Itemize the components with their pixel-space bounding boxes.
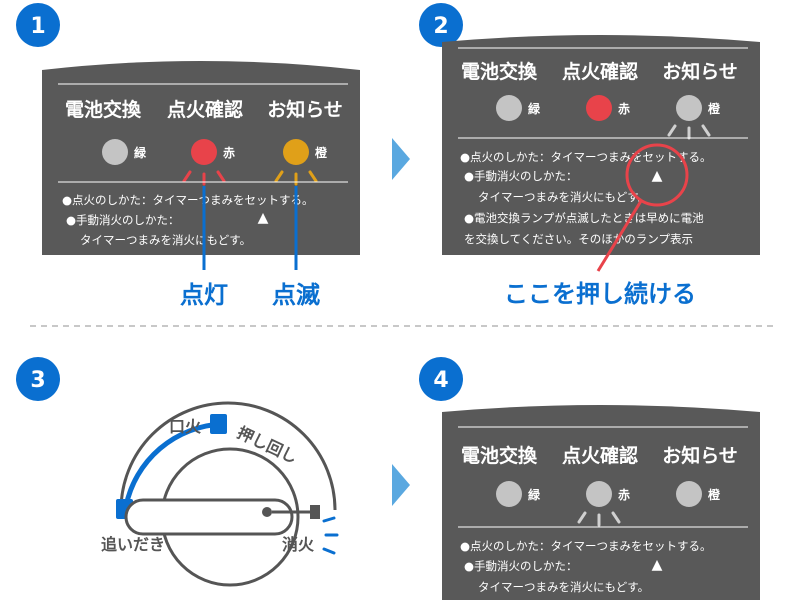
lamp-red-lit	[586, 95, 612, 121]
triangle-icon: ▲	[258, 210, 269, 226]
knob-dial-arc	[119, 401, 337, 511]
callout-lit: 点灯	[180, 281, 228, 309]
label-ignite: 口火	[169, 417, 202, 436]
lamp-label-red: 赤	[618, 487, 630, 502]
header-battery: 電池交換	[461, 444, 538, 467]
note-manual-off: ●手動消火のしかた：	[66, 213, 180, 227]
lamp-label-orange: 橙	[708, 101, 721, 116]
press-pointer-line	[596, 200, 643, 272]
panel-step-4: 電池交換 点火確認 お知らせ 緑 赤 橙 ●点火のしかた：タイマーつまみをセット…	[442, 405, 760, 600]
header-notice: お知らせ	[662, 444, 738, 467]
header-battery: 電池交換	[461, 60, 538, 83]
lamp-label-green: 緑	[528, 487, 541, 502]
lamp-green-off	[496, 481, 522, 507]
press-highlight-ring	[625, 143, 689, 207]
lamp-label-green: 緑	[528, 101, 541, 116]
note-manual-off-detail: タイマーつまみを消火にもどす。	[80, 233, 251, 247]
step-number: 4	[433, 368, 448, 393]
note-manual-off-detail: タイマーつまみを消火にもどす。	[478, 190, 649, 204]
header-ignition: 点火確認	[167, 98, 243, 121]
next-arrow-icon	[392, 138, 410, 180]
knob-pointer-dot	[262, 507, 272, 517]
panel-step-2: 電池交換 点火確認 お知らせ 緑 赤 橙 ●点火のしかた：タイマーつまみをセット…	[442, 35, 760, 272]
triangle-icon: ▲	[652, 557, 663, 573]
knob-range-arc	[123, 421, 223, 507]
note-ignite: ●点火のしかた：タイマーつまみをセットする。	[460, 539, 712, 553]
header-ignition: 点火確認	[562, 444, 638, 467]
note-manual-off: ●手動消火のしかた：	[464, 169, 578, 183]
header-ignition: 点火確認	[562, 60, 638, 83]
lamp-red-lit	[191, 139, 217, 165]
ignite-marker	[210, 414, 227, 434]
header-notice: お知らせ	[662, 60, 738, 83]
next-arrow-icon	[392, 464, 410, 506]
note-manual-off: ●手動消火のしかた：	[464, 559, 578, 573]
note-manual-off-detail: タイマーつまみを消火にもどす。	[478, 580, 649, 594]
triangle-icon: ▲	[652, 168, 663, 184]
lamp-orange-off	[676, 95, 702, 121]
step-badge-2: 2	[419, 3, 463, 47]
note-battery-2: を交換してください。そのほかのランプ表示	[464, 232, 693, 246]
lamp-label-red: 赤	[618, 101, 630, 116]
note-battery-1: ●電池交換ランプが点滅したときは早めに電池	[464, 211, 704, 225]
lamp-label-green: 緑	[134, 145, 147, 160]
step-number: 1	[30, 14, 45, 39]
header-notice: お知らせ	[267, 98, 343, 121]
panel-step-1: 電池交換 点火確認 お知らせ 緑 赤 橙 ●点火のしかた：タイマーつまみをセット…	[42, 61, 360, 270]
gray-glow-rays	[577, 511, 621, 527]
label-extinguish: 消火	[282, 535, 315, 554]
lamp-label-orange: 橙	[315, 145, 328, 160]
step-badge-3: 3	[16, 357, 60, 401]
header-battery: 電池交換	[65, 98, 142, 121]
lamp-label-red: 赤	[223, 145, 235, 160]
note-ignite: ●点火のしかた：タイマーつまみをセットする。	[62, 193, 314, 207]
lamp-orange-off	[676, 481, 702, 507]
lamp-green-off	[496, 95, 522, 121]
gray-glow-rays	[667, 124, 711, 140]
lamp-label-orange: 橙	[708, 487, 721, 502]
note-ignite: ●点火のしかた：タイマーつまみをセットする。	[460, 150, 712, 164]
extinguish-marker	[310, 505, 320, 519]
lamp-red-off	[586, 481, 612, 507]
label-reheat: 追いだき	[101, 535, 165, 554]
timer-knob	[116, 401, 339, 587]
knob-handle	[124, 498, 294, 536]
callout-press: ここを押し続ける	[504, 280, 696, 308]
lamp-orange-lit	[283, 139, 309, 165]
step-badge-1: 1	[16, 3, 60, 47]
step-badge-4: 4	[419, 357, 463, 401]
extinguish-glow-rays	[322, 516, 339, 555]
lamp-green-off	[102, 139, 128, 165]
step-number: 3	[30, 368, 45, 393]
callout-blink: 点滅	[272, 281, 320, 309]
step-number: 2	[433, 14, 448, 39]
